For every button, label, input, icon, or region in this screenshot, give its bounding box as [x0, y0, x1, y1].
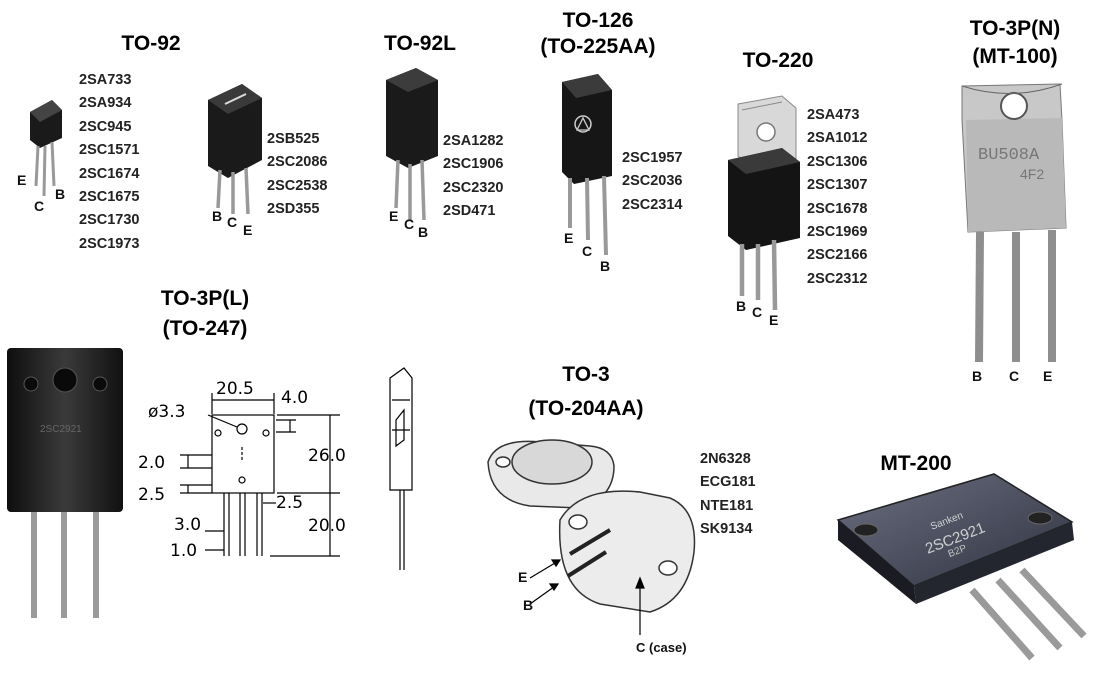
to126-transistor	[562, 74, 612, 256]
to92-variant-part-list: 2SB525 2SC2086 2SC2538 2SD355	[267, 128, 327, 222]
part-number: 2SC2538	[267, 177, 328, 194]
part-number: 2SC1906	[443, 156, 504, 173]
to126-title: TO-126	[562, 9, 634, 32]
part-number: 2SA1282	[443, 133, 504, 149]
mt200-title: MT-200	[880, 452, 952, 475]
to126-part-list: 2SC1957 2SC2036 2SC2314	[622, 147, 682, 217]
part-number: 2SC1674	[79, 165, 140, 182]
to220-title: TO-220	[742, 49, 814, 72]
part-number: 2SC1307	[807, 177, 868, 194]
to92-transistor	[30, 100, 62, 197]
part-number: 2SC1306	[807, 153, 868, 170]
pin-label: C	[752, 304, 763, 320]
part-number: 2SD355	[267, 201, 320, 218]
pin-label: B	[600, 258, 611, 274]
pin-label: E	[243, 222, 253, 238]
pin-label: E	[389, 208, 399, 224]
part-number: 2SC1678	[807, 200, 868, 217]
dim-d2: 2.5	[138, 485, 166, 505]
part-number: 2SC1730	[79, 212, 140, 229]
part-number: 2N6328	[700, 451, 751, 467]
part-number: ECG181	[700, 474, 756, 491]
part-number: 2SC945	[79, 118, 132, 135]
dim-tab: 4.0	[281, 388, 309, 408]
to92-variant-transistor	[208, 84, 262, 215]
to3pl-dimension-drawing	[180, 393, 340, 557]
part-number: 2SC1571	[79, 142, 140, 159]
to3-pin-arrows	[529, 559, 645, 635]
pin-label: C	[227, 214, 238, 230]
part-number: 2SC2086	[267, 154, 328, 171]
pin-label: B	[418, 224, 429, 240]
part-number: 2SC1957	[622, 150, 683, 166]
part-number: 2SC1675	[79, 189, 140, 206]
to92-part-list: 2SA733 2SA934 2SC945 2SC1571 2SC1674 2SC…	[79, 69, 139, 256]
to3pl-subtitle: (TO-247)	[162, 317, 248, 340]
part-number: SK9134	[700, 521, 753, 538]
part-number: 2SB525	[267, 131, 320, 147]
part-number: 2SA473	[807, 107, 860, 123]
to3pl-title: TO-3P(L)	[160, 287, 250, 310]
pin-label: E	[518, 569, 528, 585]
to3pn-body-marking-2: 4F2	[1020, 166, 1045, 182]
part-number: 2SD471	[443, 203, 496, 220]
to3-transistor	[487, 439, 696, 613]
pin-label: C	[582, 243, 593, 259]
case-label: C (case)	[636, 640, 687, 655]
to3pn-body-marking: BU508A	[978, 146, 1040, 165]
to220-part-list: 2SA473 2SA1012 2SC1306 2SC1307 2SC1678 2…	[807, 104, 867, 291]
pin-label: B	[736, 298, 747, 314]
to3-subtitle: (TO-204AA)	[528, 397, 644, 420]
to220-transistor	[728, 95, 800, 311]
part-number: 2SC1969	[807, 224, 868, 241]
to3-part-list: 2N6328 ECG181 NTE181 SK9134	[700, 448, 756, 542]
pin-label: B	[972, 368, 983, 384]
part-number: 2SC2320	[443, 179, 504, 196]
pin-label: B	[212, 208, 223, 224]
dim-d1: 2.0	[138, 453, 166, 473]
part-number: 2SA934	[79, 95, 132, 112]
mt200-transistor	[836, 473, 1087, 661]
to3-title: TO-3	[562, 363, 610, 386]
to3pl-transistor	[7, 348, 123, 618]
pin-label: B	[55, 186, 66, 202]
to3pl-body-marking: 2SC2921	[40, 424, 82, 435]
dim-lead-width: 1.0	[170, 541, 198, 561]
to92l-part-list: 2SA1282 2SC1906 2SC2320 2SD471	[443, 130, 503, 224]
dim-pitch: 3.0	[174, 515, 202, 535]
part-number: 2SC1973	[79, 235, 140, 252]
to3pn-subtitle: (MT-100)	[972, 45, 1058, 68]
to3pn-title: TO-3P(N)	[969, 17, 1061, 40]
pin-label: B	[523, 597, 534, 613]
part-number: 2SC2312	[807, 270, 868, 287]
dim-d3: 2.5	[276, 493, 304, 513]
dim-width: 20.5	[216, 379, 254, 399]
pin-label: E	[769, 312, 779, 328]
dim-lead-length: 20.0	[308, 516, 346, 536]
pin-label: C	[404, 216, 415, 232]
pin-label: E	[17, 172, 27, 188]
to92l-transistor	[386, 68, 438, 221]
pin-label: C	[1009, 368, 1020, 384]
to126-subtitle: (TO-225AA)	[540, 35, 656, 58]
to92l-title: TO-92L	[384, 32, 456, 55]
pin-label: E	[564, 230, 574, 246]
part-number: NTE181	[700, 497, 754, 514]
part-number: 2SA1012	[807, 130, 868, 147]
to92-title: TO-92	[121, 32, 181, 55]
dim-hole: ø3.3	[148, 402, 186, 422]
part-number: 2SC2314	[622, 196, 683, 213]
part-number: 2SC2036	[622, 173, 683, 190]
pin-label: E	[1043, 368, 1053, 384]
part-number: 2SA733	[79, 72, 132, 88]
side-profile-drawing	[389, 367, 413, 570]
dim-body-height: 26.0	[308, 446, 346, 466]
to3pn-transistor	[961, 83, 1067, 363]
part-number: 2SC2166	[807, 247, 868, 264]
pin-label: C	[34, 198, 45, 214]
